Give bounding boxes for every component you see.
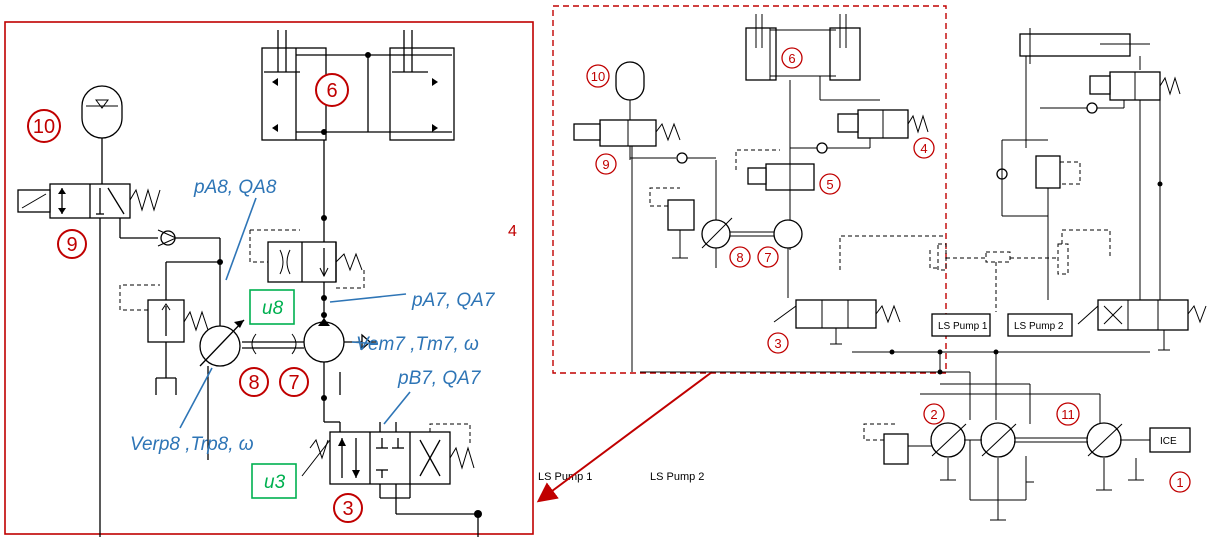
ov-label-10: 10	[591, 69, 605, 84]
directional-valve-3	[301, 421, 482, 537]
annotation-pa8: pA8, QA8	[193, 177, 277, 198]
input-u8-box	[249, 289, 295, 325]
throttle-valve	[249, 229, 365, 289]
label-6: 6	[326, 80, 337, 102]
detail-panel: 6	[4, 21, 534, 537]
ov-label-5: 5	[826, 177, 833, 192]
ov-label-2: 2	[930, 407, 937, 422]
input-u3: u3	[264, 472, 286, 493]
label-9: 9	[66, 234, 77, 256]
ov-label-11: 11	[1061, 407, 1075, 422]
ls-pump-1-box	[931, 313, 991, 337]
label-7-bubble	[279, 367, 309, 397]
ov-label-8: 8	[736, 250, 743, 265]
annotation-verp8: Verp8 ,Trp8, ω	[130, 434, 254, 455]
annotation-pb7: pB7, QA7	[397, 368, 482, 389]
label-8-bubble	[239, 367, 269, 397]
check-valve	[119, 218, 221, 262]
annotation-pa7: pA7, QA7	[411, 290, 496, 311]
overview-circuit: 6 4 5 8 7	[552, 5, 1207, 521]
accumulator-10	[81, 85, 123, 184]
label-10-bubble	[27, 109, 61, 143]
input-u8: u8	[262, 298, 284, 319]
directional-valve-9	[17, 183, 161, 537]
label-9-bubble	[57, 229, 87, 259]
ov-label-6: 6	[788, 51, 795, 66]
ov-label-1: 1	[1176, 475, 1183, 490]
label-6-bubble	[315, 73, 349, 107]
label-3-bubble	[333, 493, 363, 523]
ice-label: ICE	[1160, 436, 1177, 447]
label-8: 8	[248, 372, 259, 394]
detail-frame	[4, 21, 534, 535]
label-10: 10	[33, 116, 55, 138]
ov-label-4: 4	[920, 141, 927, 156]
ov-label-3: 3	[774, 336, 781, 351]
relief-valve	[119, 261, 220, 395]
variable-pump-8	[199, 259, 245, 460]
ls-pump-2-box	[1007, 313, 1073, 337]
ls-pump-1-label: LS Pump 1	[938, 321, 988, 332]
loose-ls-pump-1: LS Pump 1	[538, 471, 592, 483]
annotation-vem7: Vem7 ,Tm7, ω	[356, 334, 479, 355]
label-7: 7	[288, 372, 299, 394]
zoom-arrow	[536, 371, 713, 503]
label-4: 4	[508, 223, 517, 240]
ov-label-9: 9	[602, 157, 609, 172]
twin-cylinders	[261, 30, 455, 141]
input-u3-box	[251, 463, 297, 499]
ov-label-7: 7	[764, 250, 771, 265]
label-3: 3	[342, 498, 353, 520]
ls-pump-2-label: LS Pump 2	[1014, 321, 1064, 332]
loose-ls-pump-2: LS Pump 2	[650, 471, 704, 483]
